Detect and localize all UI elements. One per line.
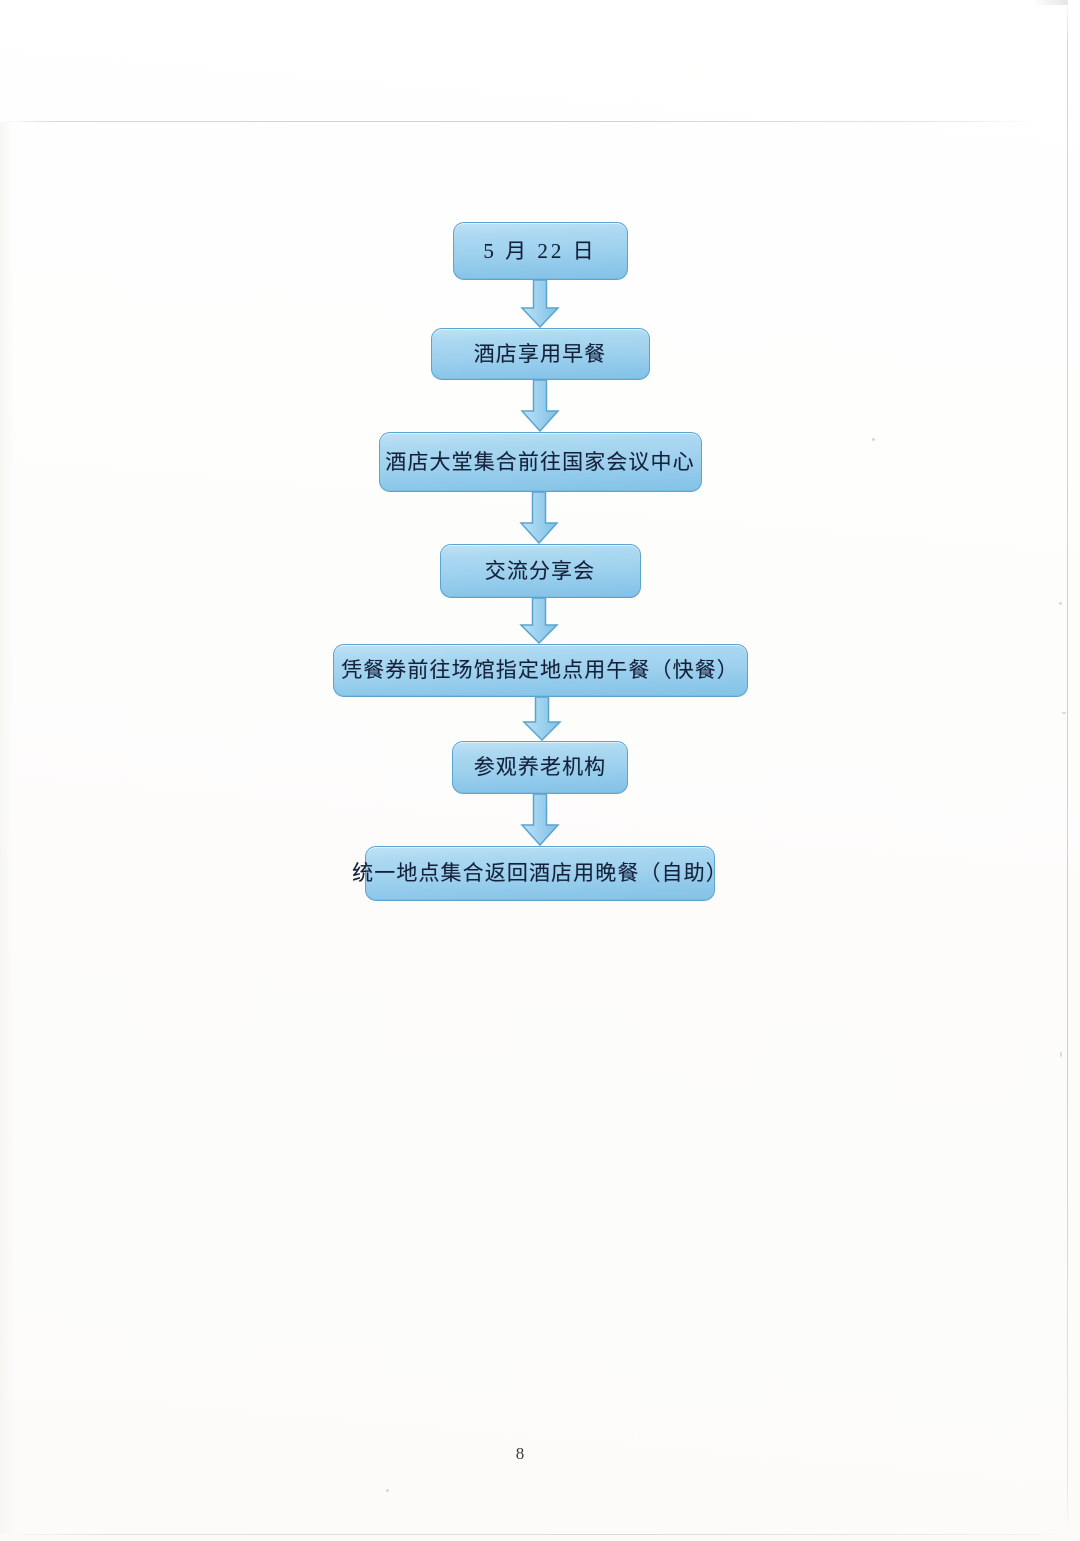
itinerary-flowchart: 5 月 22 日 酒店享用早餐 xyxy=(0,222,1080,901)
scan-speck xyxy=(386,1489,389,1492)
down-arrow-icon xyxy=(516,280,564,328)
flow-node-lunch[interactable]: 凭餐券前往场馆指定地点用午餐（快餐） xyxy=(332,644,748,697)
flow-node-label: 凭餐券前往场馆指定地点用午餐（快餐） xyxy=(341,658,739,682)
paper-edge-shading xyxy=(0,122,14,1534)
flow-node-visit-elderly-care[interactable]: 参观养老机构 xyxy=(452,741,628,794)
flow-node-label: 交流分享会 xyxy=(484,558,596,583)
flow-node-sharing-session[interactable]: 交流分享会 xyxy=(439,544,641,598)
flow-row: 参观养老机构 xyxy=(0,741,1080,794)
page-number: 8 xyxy=(515,1444,525,1463)
flow-connector xyxy=(0,697,1080,741)
flow-connector xyxy=(0,492,1080,544)
flow-node-dinner[interactable]: 统一地点集合返回酒店用晚餐（自助） xyxy=(352,846,727,901)
down-arrow-icon xyxy=(518,697,566,741)
flow-node-label: 酒店大堂集合前往国家会议中心 xyxy=(385,449,695,474)
flow-node-lobby-gathering[interactable]: 酒店大堂集合前往国家会议中心 xyxy=(378,432,702,492)
down-arrow-icon xyxy=(515,492,563,544)
scan-speck xyxy=(1059,602,1062,605)
scan-speck xyxy=(1062,712,1066,714)
flow-node-label: 5 月 22 日 xyxy=(483,238,597,263)
flow-node-label: 参观养老机构 xyxy=(473,755,607,779)
flow-node-date[interactable]: 5 月 22 日 xyxy=(452,222,628,280)
flow-connector xyxy=(0,794,1080,846)
flow-connector xyxy=(0,598,1080,644)
scan-fold-line xyxy=(0,121,1035,122)
scan-speck xyxy=(872,438,875,441)
flow-row: 统一地点集合返回酒店用晚餐（自助） xyxy=(0,846,1080,901)
page-edge-right xyxy=(1067,0,1068,1533)
down-arrow-icon xyxy=(515,598,563,644)
page-edge-bottom xyxy=(0,1534,1069,1535)
flow-connector xyxy=(0,380,1080,432)
flow-row: 酒店大堂集合前往国家会议中心 xyxy=(0,432,1080,492)
flow-node-label: 酒店享用早餐 xyxy=(473,341,607,366)
flow-row: 5 月 22 日 xyxy=(0,222,1080,280)
flow-node-breakfast[interactable]: 酒店享用早餐 xyxy=(430,328,650,380)
scan-speck xyxy=(1060,1052,1062,1057)
down-arrow-icon xyxy=(516,380,564,432)
scan-corner-artifact xyxy=(1032,0,1068,5)
flow-row: 交流分享会 xyxy=(0,544,1080,598)
down-arrow-icon xyxy=(516,794,564,846)
flow-connector xyxy=(0,280,1080,328)
flow-node-label: 统一地点集合返回酒店用晚餐（自助） xyxy=(352,861,728,885)
flow-row: 凭餐券前往场馆指定地点用午餐（快餐） xyxy=(0,644,1080,697)
flow-row: 酒店享用早餐 xyxy=(0,328,1080,380)
